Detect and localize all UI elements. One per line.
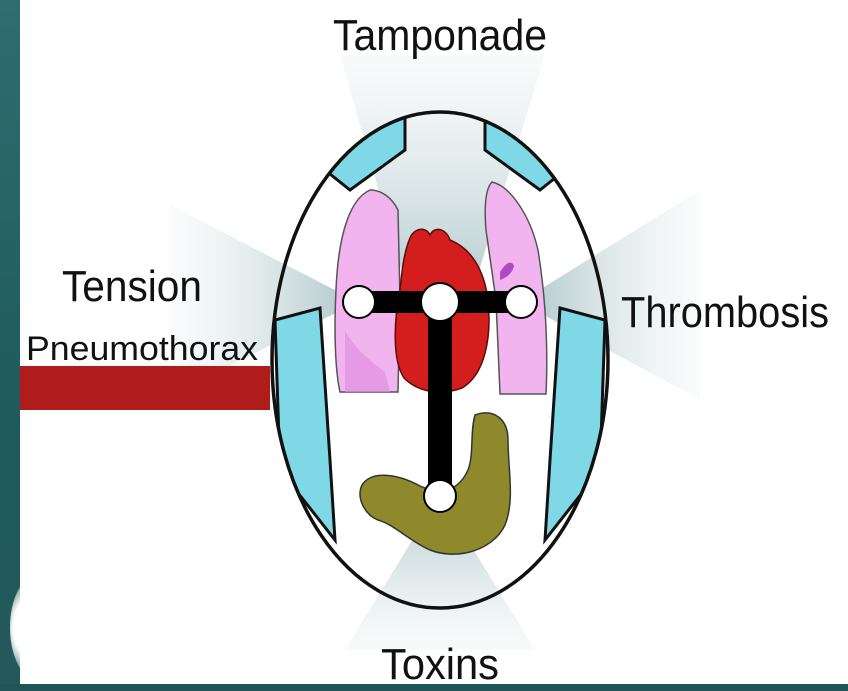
label-pneumothorax: Pneumothorax [26,330,258,368]
node-toxins [424,480,456,512]
t-bar-vertical [428,302,452,498]
label-toxins: Toxins [381,640,499,689]
node-tension-pneumothorax [343,286,375,318]
label-tamponade: Tamponade [333,11,547,60]
label-thrombosis: Thrombosis [621,288,829,337]
node-tamponade [421,283,459,321]
red-accent-bar [20,366,270,410]
node-thrombosis [505,286,537,318]
label-tension: Tension [62,262,202,311]
